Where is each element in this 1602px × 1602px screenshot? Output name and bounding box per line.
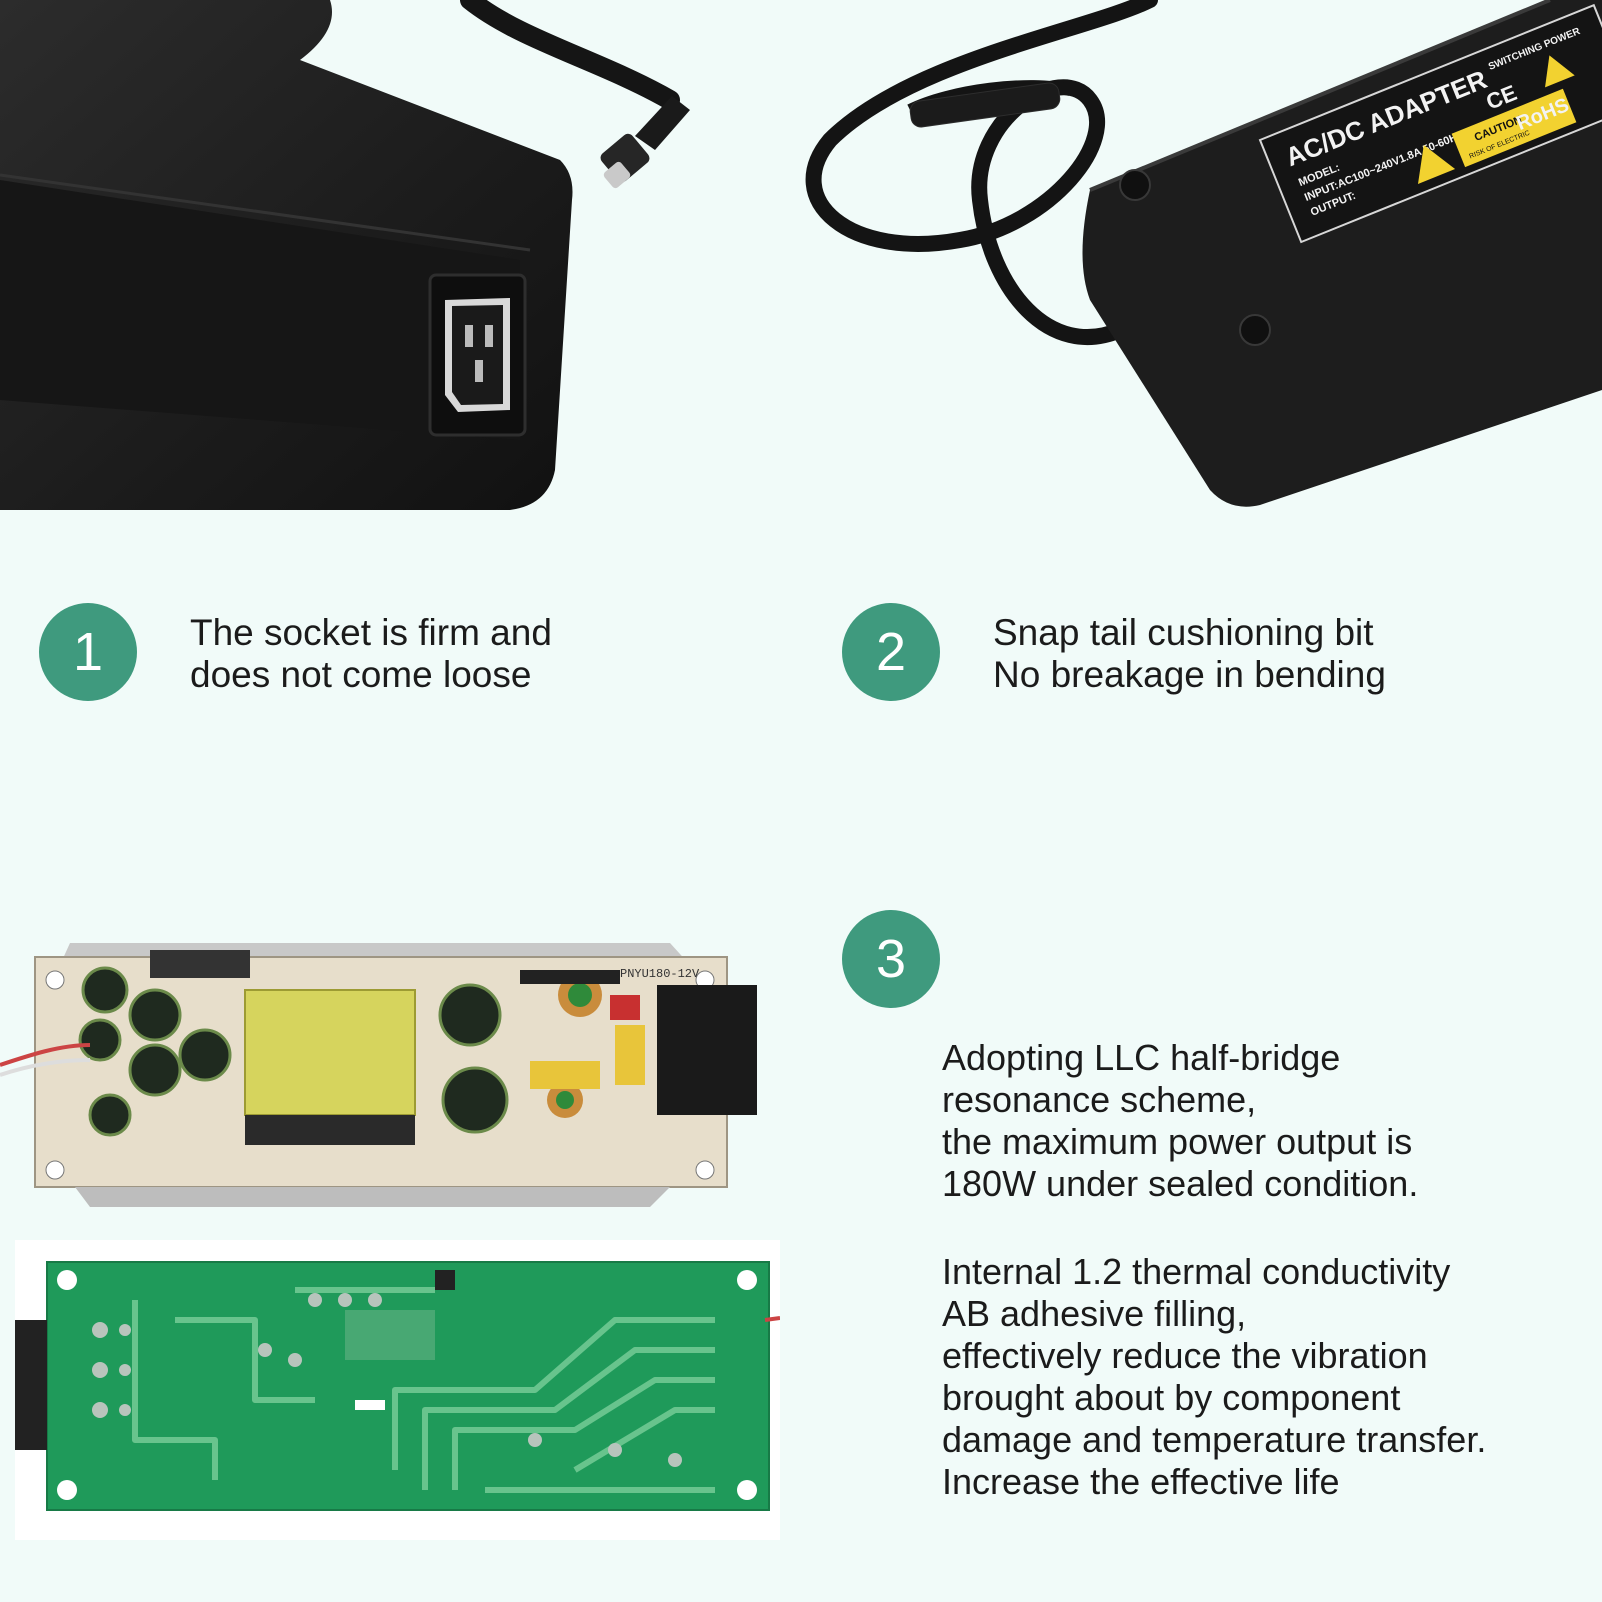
adapter-socket-photo (0, 0, 740, 560)
feature-badge-2: 2 (842, 603, 940, 701)
feature-badge-1: 1 (39, 603, 137, 701)
feature-3-p2-line-1: Internal 1.2 thermal conductivity (942, 1251, 1451, 1292)
feature-1-line-1: The socket is firm and (190, 612, 552, 653)
pcb-model-label: PNYU180-12V (620, 967, 700, 981)
feature-3-paragraph-1: Adopting LLC half-bridge resonance schem… (942, 1037, 1418, 1205)
feature-badge-3: 3 (842, 910, 940, 1008)
feature-3-paragraph-2: Internal 1.2 thermal conductivity AB adh… (942, 1251, 1486, 1503)
feature-3-p2-line-3: effectively reduce the vibration (942, 1335, 1428, 1376)
feature-caption-2: Snap tail cushioning bit No breakage in … (993, 612, 1386, 696)
feature-2-line-2: No breakage in bending (993, 654, 1386, 695)
feature-3-p1-line-1: Adopting LLC half-bridge (942, 1037, 1341, 1078)
feature-3-p2-line-5: damage and temperature transfer. (942, 1419, 1487, 1460)
feature-2-line-1: Snap tail cushioning bit (993, 612, 1374, 653)
feature-caption-1: The socket is firm and does not come loo… (190, 612, 552, 696)
feature-1-line-2: does not come loose (190, 654, 532, 695)
warning-triangle-icon (1545, 55, 1575, 88)
feature-3-p2-line-4: brought about by component (942, 1377, 1401, 1418)
feature-3-p1-line-3: the maximum power output is (942, 1121, 1413, 1162)
feature-3-p2-line-6: Increase the effective life (942, 1461, 1340, 1502)
feature-3-p2-line-2: AB adhesive filling, (942, 1293, 1247, 1334)
adapter-cable-photo: AC/DC ADAPTER MODEL: INPUT:AC100~240V1.8… (790, 0, 1602, 560)
feature-3-p1-line-4: 180W under sealed condition. (942, 1163, 1419, 1204)
feature-3-p1-line-2: resonance scheme, (942, 1079, 1257, 1120)
power-socket-icon (428, 273, 527, 437)
pcb-top-photo: PNYU180-12V (0, 935, 780, 1215)
pcb-bottom-photo (15, 1240, 780, 1540)
